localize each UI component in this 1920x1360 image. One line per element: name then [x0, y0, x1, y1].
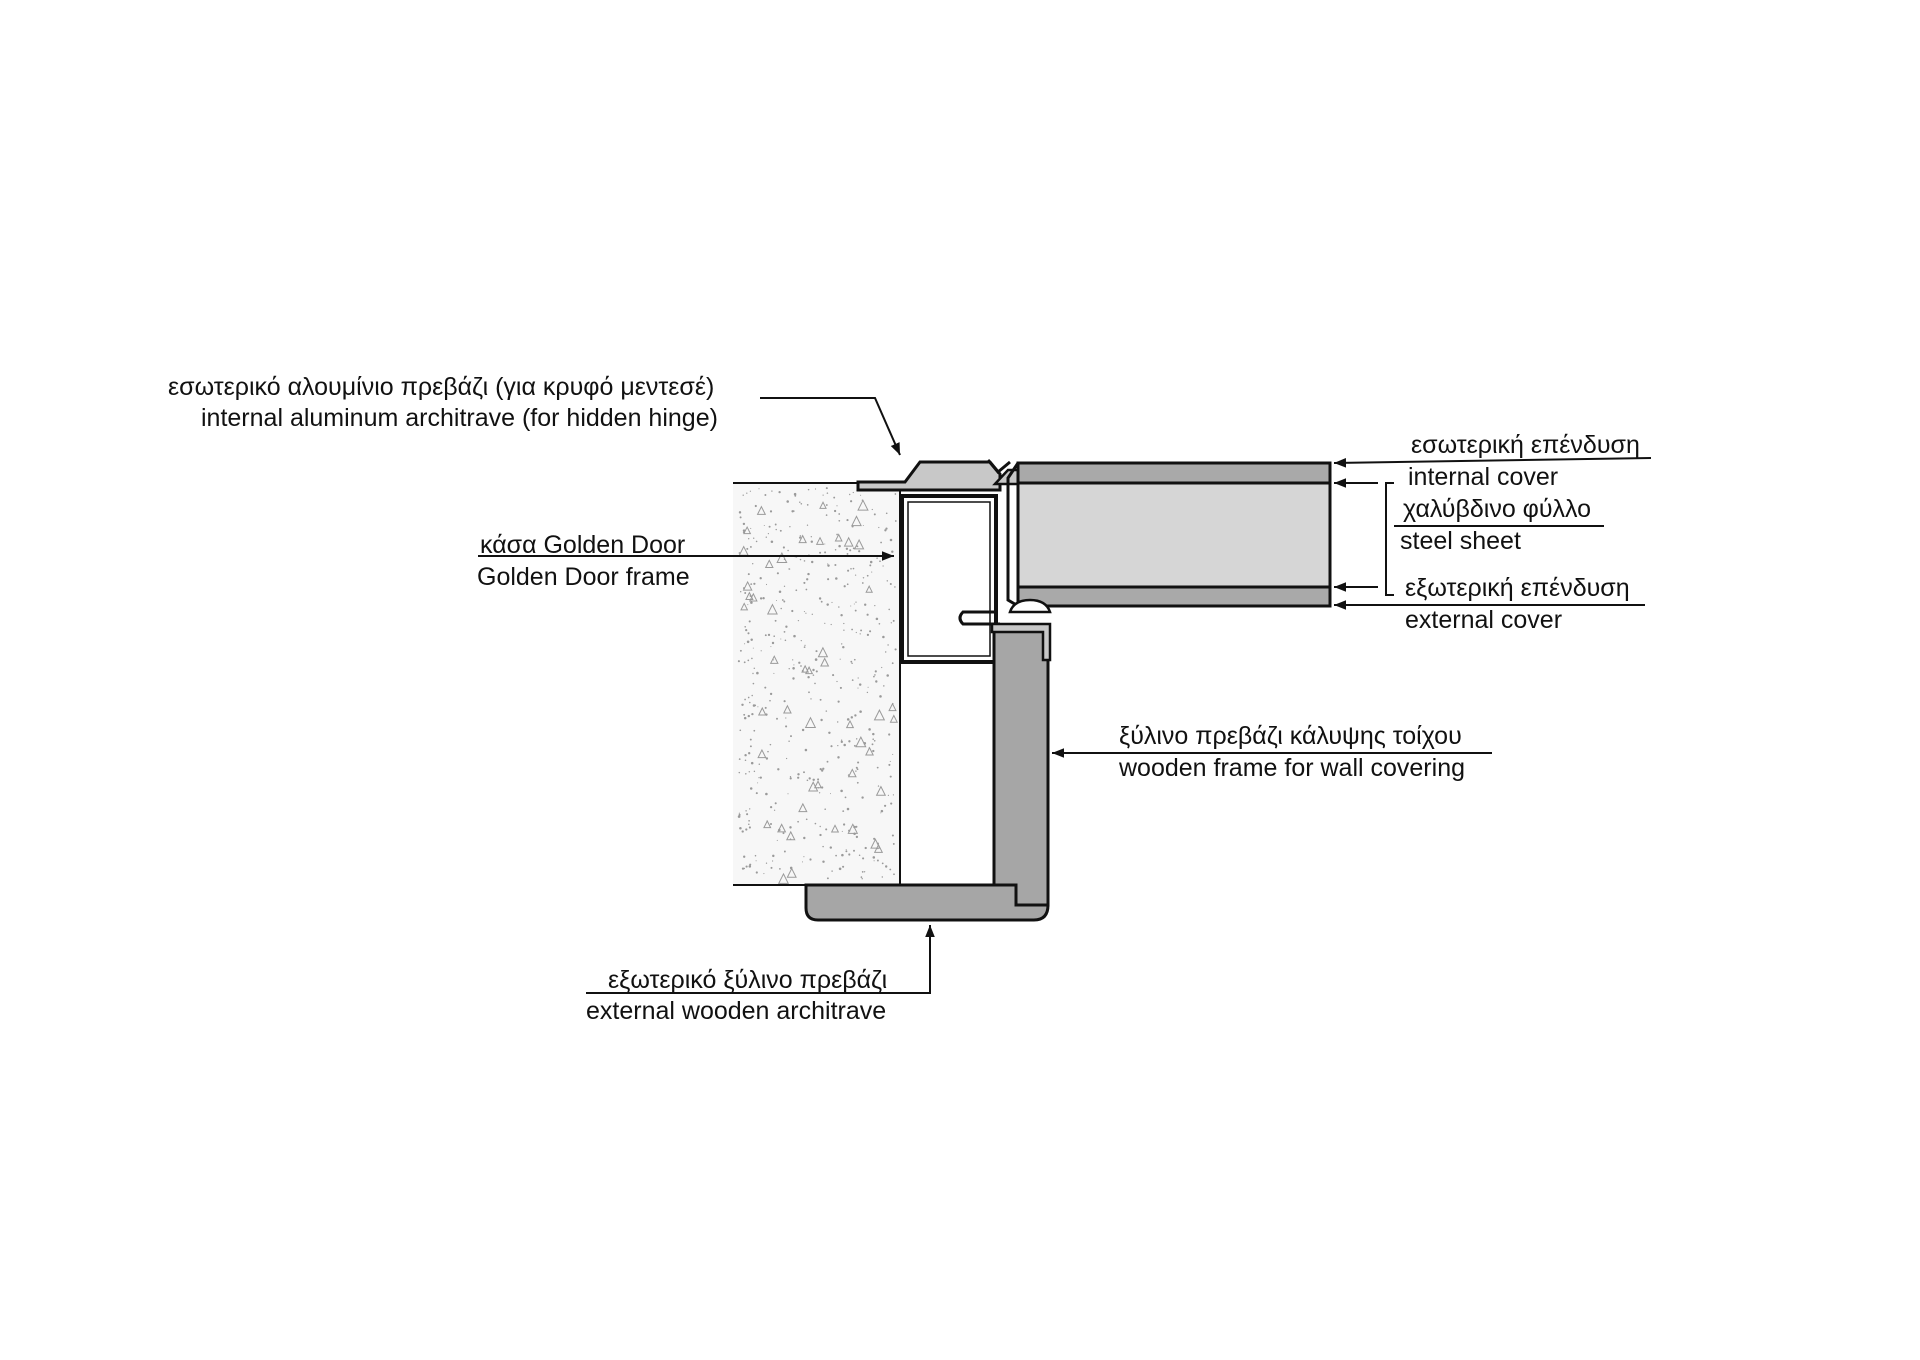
label-frame-english: Golden Door frame	[477, 563, 690, 591]
label-external-architrave-greek: εξωτερικό ξύλινο πρεβάζι	[608, 966, 888, 994]
label-internal-architrave-greek: εσωτερικό αλουμίνιο πρεβάζι (για κρυφό μ…	[168, 373, 715, 401]
label-internal-cover-english: internal cover	[1408, 463, 1559, 491]
label-frame-greek: κάσα Golden Door	[480, 531, 686, 559]
wall-texture	[737, 487, 898, 884]
door-leaf	[1006, 461, 1332, 608]
wall	[733, 482, 901, 886]
label-internal-cover-greek: εσωτερική επένδυση	[1411, 431, 1640, 459]
label-internal-architrave-english: internal aluminum architrave (for hidden…	[201, 404, 718, 432]
door-seal	[1008, 598, 1052, 614]
label-external-architrave-english: external wooden architrave	[586, 997, 887, 1025]
label-wooden-frame-english: wooden frame for wall covering	[1119, 754, 1465, 782]
label-external-cover-english: external cover	[1405, 606, 1563, 634]
label-steel-sheet-english: steel sheet	[1400, 527, 1521, 555]
wooden-frame-wall-covering	[990, 622, 1052, 907]
leader-lines	[478, 397, 1652, 994]
golden-door-frame	[900, 494, 1000, 664]
internal-aluminum-architrave	[856, 459, 1011, 492]
label-wooden-frame-greek: ξύλινο πρεβάζι κάλυψης τοίχου	[1119, 722, 1462, 750]
external-wooden-architrave	[804, 883, 1050, 922]
label-steel-sheet-greek: χαλύβδινο φύλλο	[1403, 495, 1592, 523]
label-external-cover-greek: εξωτερική επένδυση	[1405, 574, 1630, 602]
